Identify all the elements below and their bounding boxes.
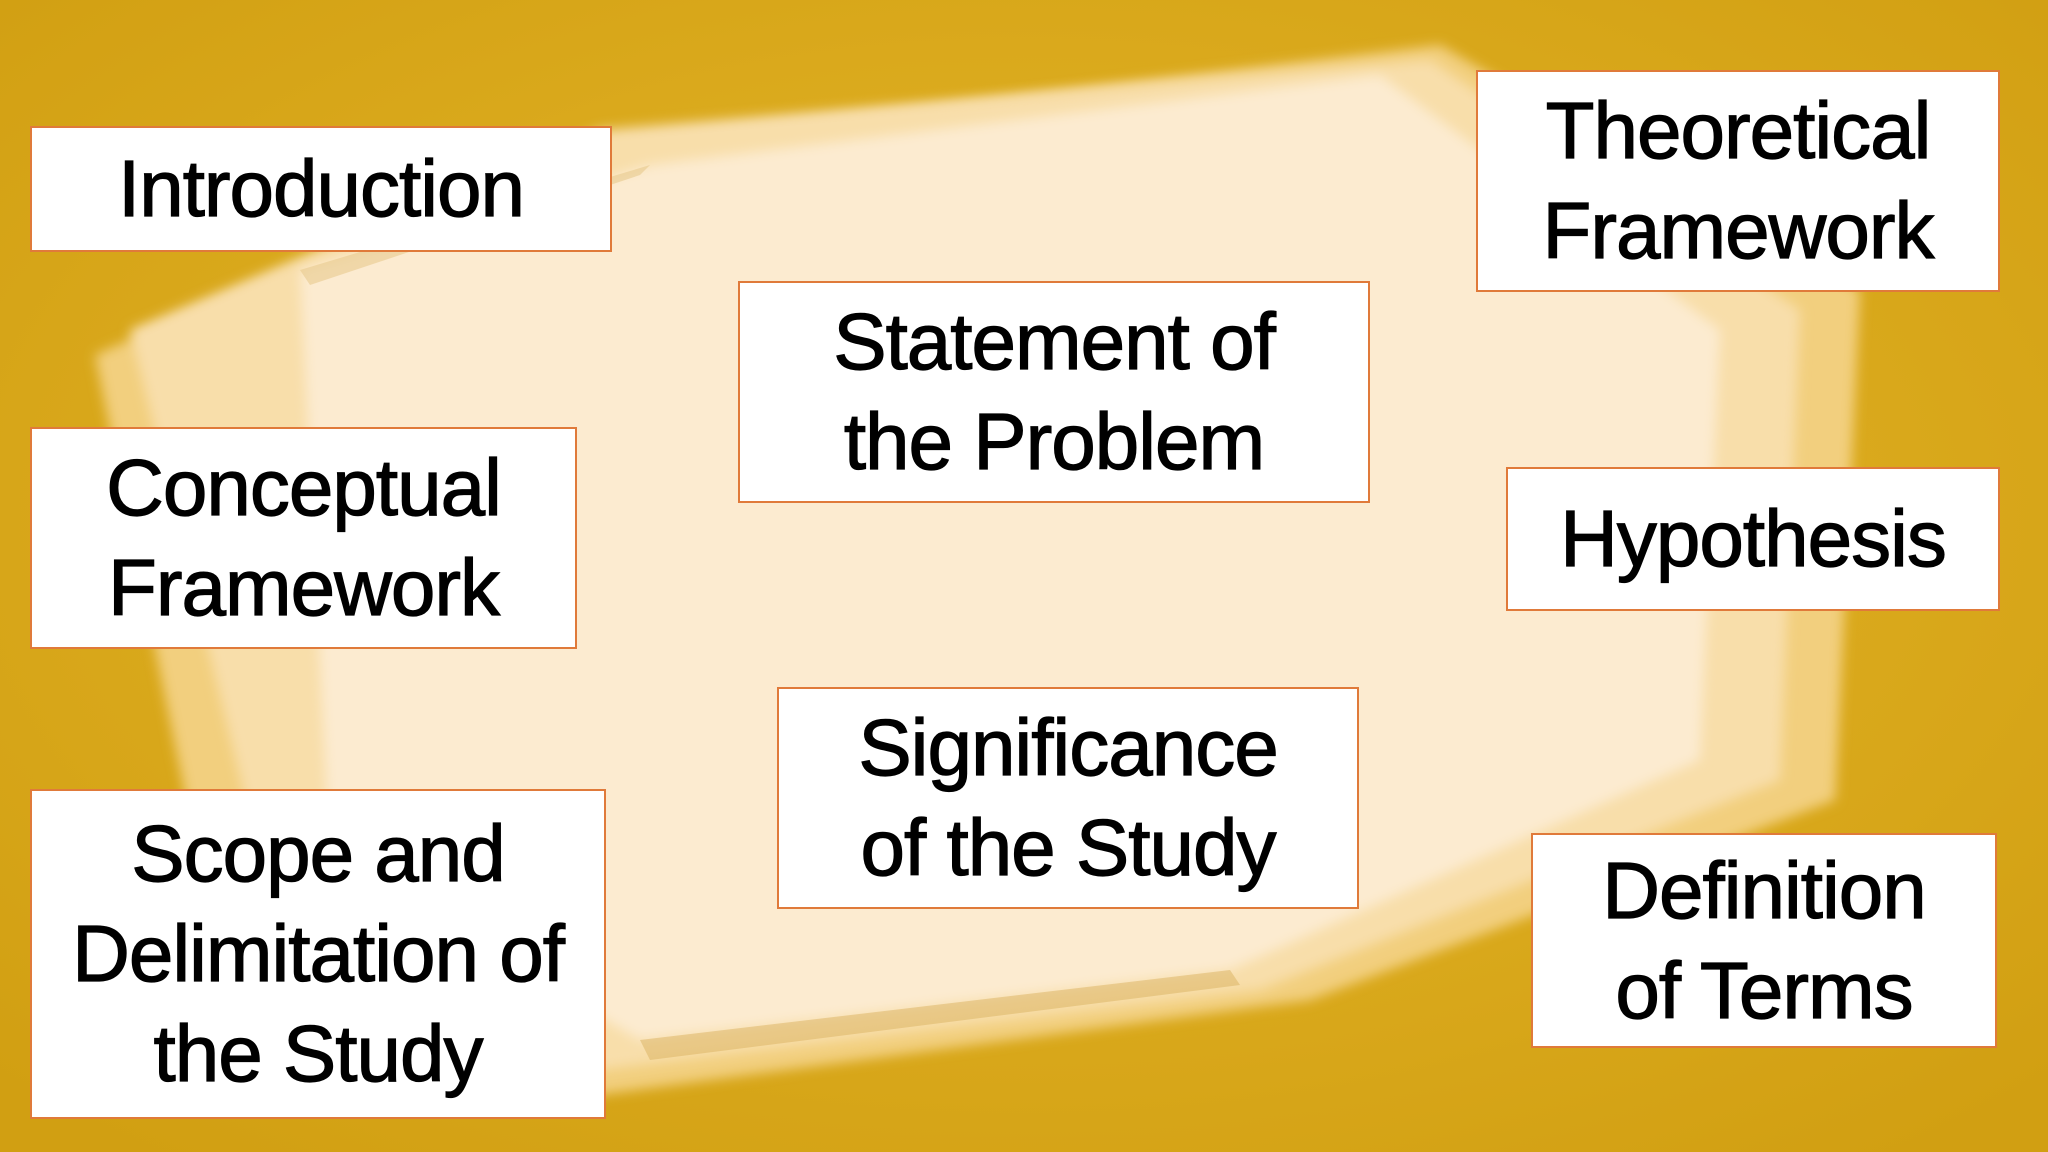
card-theoretical-framework: Theoretical Framework xyxy=(1476,70,2000,292)
card-introduction-label: Introduction xyxy=(117,143,525,233)
card-significance-of-the-study-label: Significance of the Study xyxy=(858,702,1280,892)
card-hypothesis: Hypothesis xyxy=(1506,467,2000,611)
card-conceptual-framework-label: Conceptual Framework xyxy=(106,442,503,632)
card-theoretical-framework-label: Theoretical Framework xyxy=(1542,85,1935,275)
card-definition-of-terms: Definition of Terms xyxy=(1531,833,1997,1048)
card-hypothesis-label: Hypothesis xyxy=(1560,493,1948,583)
card-introduction: Introduction xyxy=(30,126,612,252)
card-conceptual-framework: Conceptual Framework xyxy=(30,427,577,649)
card-definition-of-terms-label: Definition of Terms xyxy=(1602,845,1928,1035)
card-scope-and-delimitation: Scope and Delimitation of the Study xyxy=(30,789,606,1119)
card-statement-of-the-problem: Statement of the Problem xyxy=(738,281,1370,503)
card-statement-of-the-problem-label: Statement of the Problem xyxy=(833,296,1277,486)
card-significance-of-the-study: Significance of the Study xyxy=(777,687,1359,909)
card-scope-and-delimitation-label: Scope and Delimitation of the Study xyxy=(71,808,565,1098)
